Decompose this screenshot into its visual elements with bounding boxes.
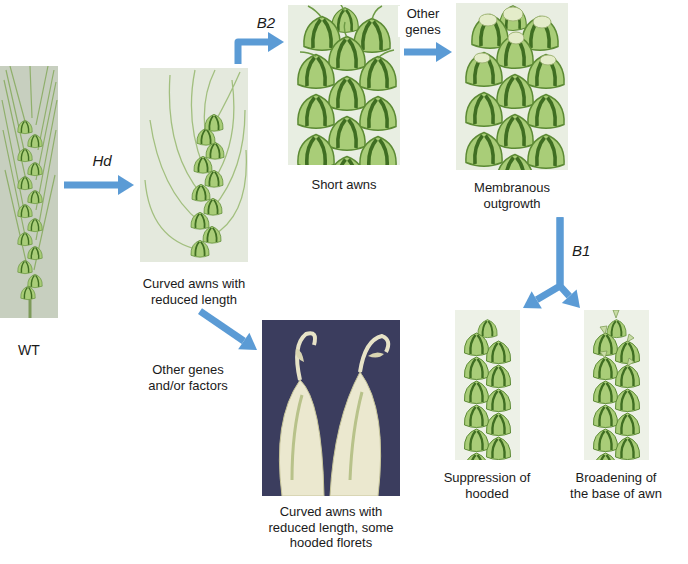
gene-label: B1 xyxy=(570,242,592,260)
photo-panel: WT xyxy=(0,66,58,359)
photo-panel: Short awns xyxy=(288,5,400,193)
panel-caption: Short awns xyxy=(288,177,400,193)
block-arrow xyxy=(404,42,452,62)
panel-caption: Curved awns with reduced length, some ho… xyxy=(261,504,401,551)
photo-panel: Suppression of hooded xyxy=(437,310,537,501)
panel-caption: Broadening of the base of awn xyxy=(566,470,666,501)
block-arrow xyxy=(200,311,257,350)
photo-panel: Broadening of the base of awn xyxy=(566,310,666,501)
panel-caption: Membranous outgrowth xyxy=(456,180,568,211)
gene-label: Hd xyxy=(80,152,124,170)
gene-label: Other genes xyxy=(398,6,448,37)
panel-caption: Curved awns with reduced length xyxy=(138,276,250,307)
block-arrow xyxy=(560,217,580,308)
panel-caption: Suppression of hooded xyxy=(437,470,537,501)
panel-caption: WT xyxy=(0,342,58,359)
block-arrow xyxy=(523,217,560,308)
gene-label: Other genes and/or factors xyxy=(134,362,242,393)
block-arrow xyxy=(64,175,134,195)
photo-panel: Curved awns with reduced length, some ho… xyxy=(261,320,401,551)
photo-panel: Curved awns with reduced length xyxy=(138,68,250,307)
block-arrow xyxy=(238,32,284,64)
gene-label: B2 xyxy=(249,14,283,32)
photo-panel: Membranous outgrowth xyxy=(456,3,568,211)
